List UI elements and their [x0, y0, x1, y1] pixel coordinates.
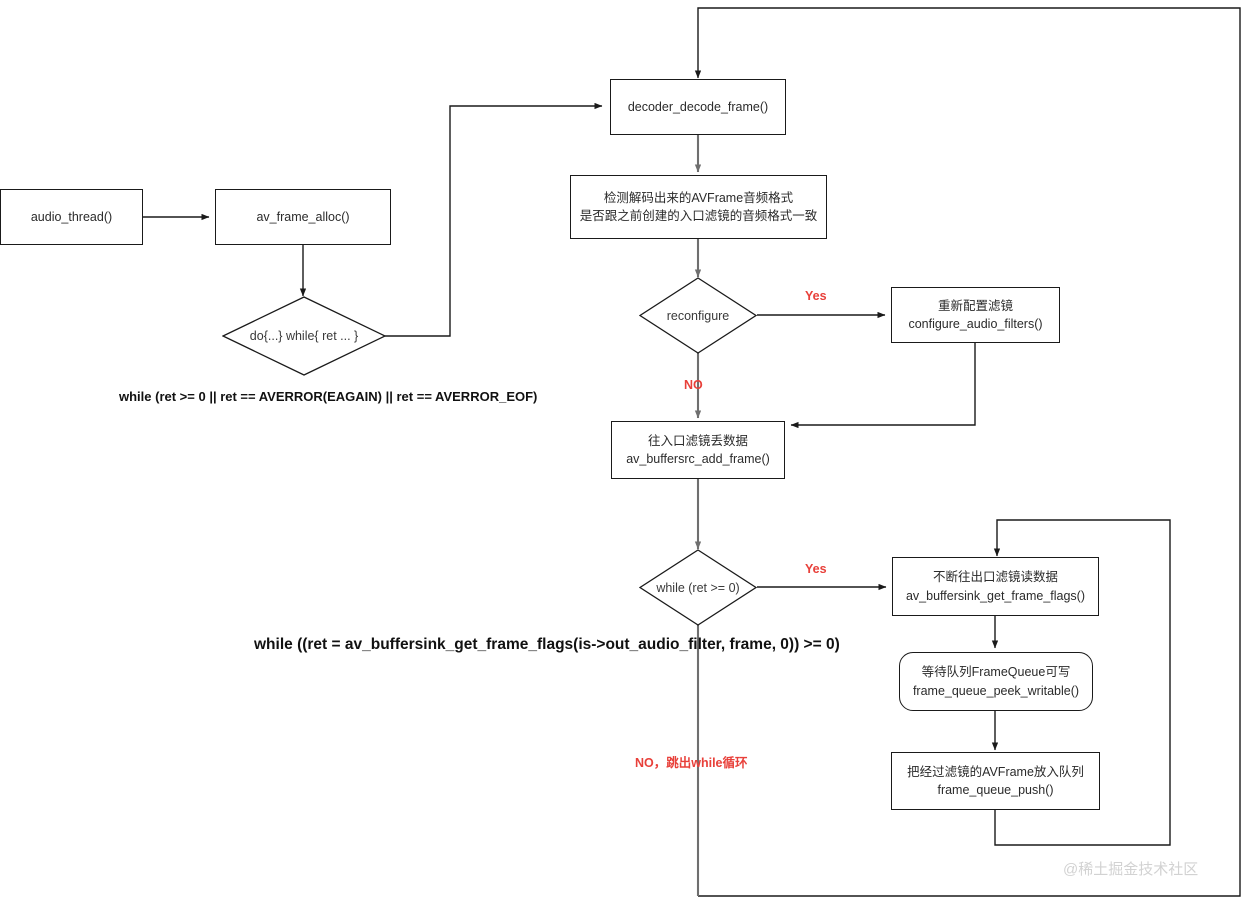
- node-frame-queue-push-line1: 把经过滤镜的AVFrame放入队列: [907, 764, 1084, 779]
- node-frame-queue-push-line2: frame_queue_push(): [937, 783, 1054, 797]
- edge-label-while-no: NO，跳出while循环: [635, 756, 748, 770]
- node-check-audio-format[interactable]: 检测解码出来的AVFrame音频格式 是否跟之前创建的入口滤镜的音频格式一致: [570, 175, 827, 239]
- node-buffersink-get-frame-flags-line1: 不断往出口滤镜读数据: [932, 570, 1058, 585]
- node-av-frame-alloc-label: av_frame_alloc(): [256, 209, 350, 224]
- edge-label-while-yes: Yes: [805, 562, 827, 576]
- node-reconfigure-filters-line2: configure_audio_filters(): [908, 317, 1043, 331]
- node-do-while-label: do{...} while{ ret ... }: [249, 329, 359, 343]
- node-buffersink-get-frame-flags-line2: av_buffersink_get_frame_flags(): [905, 588, 1086, 603]
- do-while-diamond-shape: [222, 296, 386, 376]
- watermark: @稀土掘金技术社区: [1063, 861, 1199, 878]
- node-buffersrc-add-frame-line2: av_buffersrc_add_frame(): [626, 452, 770, 466]
- caption-do-while-condition: while (ret >= 0 || ret == AVERROR(EAGAIN…: [119, 389, 538, 404]
- edge-label-reconfigure-no: NO: [684, 378, 703, 392]
- edge-label-reconfigure-yes: Yes: [805, 289, 827, 303]
- node-decoder-decode-frame-label: decoder_decode_frame(): [627, 99, 769, 114]
- node-reconfigure-filters[interactable]: 重新配置滤镜 configure_audio_filters(): [891, 287, 1060, 343]
- node-reconfigure-decision[interactable]: reconfigure: [639, 277, 757, 354]
- node-check-audio-format-line1: 检测解码出来的AVFrame音频格式: [603, 190, 794, 205]
- node-while-ret-label: while (ret >= 0): [656, 580, 740, 595]
- node-decoder-decode-frame[interactable]: decoder_decode_frame(): [610, 79, 786, 135]
- reconfigure-diamond-shape: [639, 277, 757, 354]
- node-audio-thread[interactable]: audio_thread(): [0, 189, 143, 245]
- node-audio-thread-label: audio_thread(): [30, 209, 113, 224]
- node-reconfigure-label: reconfigure: [666, 308, 730, 323]
- caption-while-condition: while ((ret = av_buffersink_get_frame_fl…: [254, 636, 840, 653]
- node-check-audio-format-line2: 是否跟之前创建的入口滤镜的音频格式一致: [579, 209, 818, 223]
- node-av-frame-alloc[interactable]: av_frame_alloc(): [215, 189, 391, 245]
- node-reconfigure-filters-line1: 重新配置滤镜: [937, 298, 1013, 313]
- while-ret-diamond-shape: [639, 549, 757, 626]
- node-buffersink-get-frame-flags[interactable]: 不断往出口滤镜读数据 av_buffersink_get_frame_flags…: [892, 557, 1099, 616]
- node-buffersrc-add-frame[interactable]: 往入口滤镜丢数据 av_buffersrc_add_frame(): [611, 421, 785, 479]
- edge-filters-to-buffersrc: [790, 343, 976, 429]
- node-frame-queue-peek-writable-line1: 等待队列FrameQueue可写: [921, 665, 1071, 680]
- node-do-while-decision[interactable]: do{...} while{ ret ... }: [222, 296, 386, 376]
- node-frame-queue-peek-writable[interactable]: 等待队列FrameQueue可写 frame_queue_peek_writab…: [899, 652, 1093, 711]
- node-frame-queue-peek-writable-line2: frame_queue_peek_writable(): [912, 683, 1080, 698]
- node-while-ret-decision[interactable]: while (ret >= 0): [639, 549, 757, 626]
- node-buffersrc-add-frame-line1: 往入口滤镜丢数据: [647, 433, 748, 448]
- node-frame-queue-push[interactable]: 把经过滤镜的AVFrame放入队列 frame_queue_push(): [891, 752, 1100, 810]
